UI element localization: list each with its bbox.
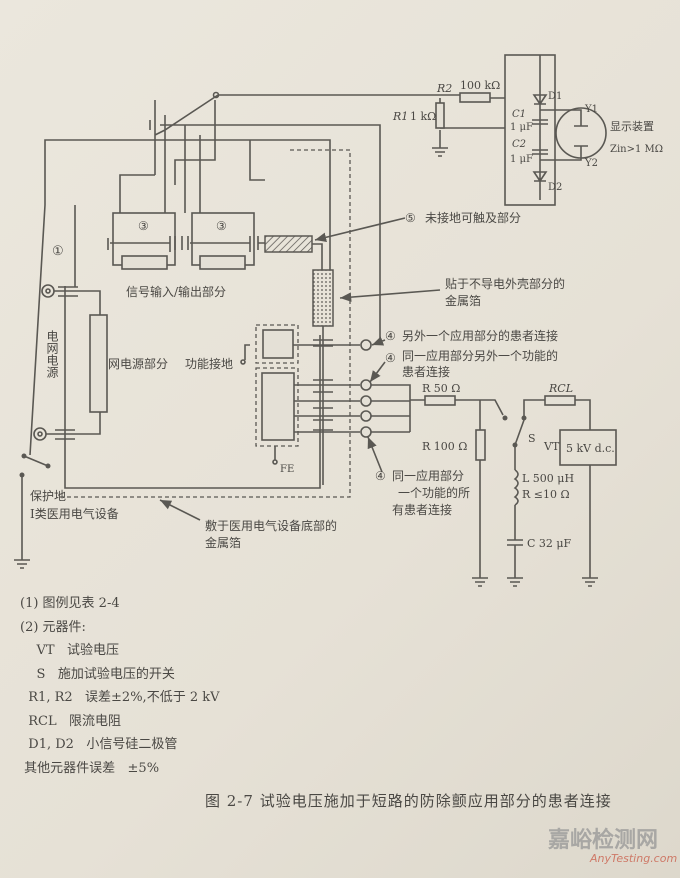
svg-text:同一应用部分: 同一应用部分 [392,468,464,483]
svg-text:D1: D1 [548,91,562,102]
svg-text:D2: D2 [548,182,562,193]
svg-text:Y2: Y2 [584,158,598,169]
watermark-en: AnyTesting.com [590,852,678,865]
ground-icon [472,577,488,587]
svg-text:R1: R1 [392,110,408,123]
svg-text:保护地: 保护地 [30,489,66,503]
svg-text:Zin>1 MΩ: Zin>1 MΩ [610,144,663,155]
svg-text:R 50 Ω: R 50 Ω [422,382,460,395]
svg-text:①: ① [52,244,64,259]
svg-text:另外一个应用部分的患者连接: 另外一个应用部分的患者连接 [402,328,558,343]
resistor-rcl [544,395,576,406]
svg-text:同一应用部分另外一个功能的: 同一应用部分另外一个功能的 [402,348,558,363]
svg-text:VT: VT [543,440,560,453]
svg-text:C2: C2 [512,139,526,150]
svg-text:患者连接: 患者连接 [402,364,450,379]
inductor [513,469,519,506]
signal-io-part: ③ ③ ① 信号输入/输出部分 [52,212,334,327]
svg-text:未接地可触及部分: 未接地可触及部分 [425,210,521,225]
ground-icon [14,559,30,569]
svg-text:Y1: Y1 [584,104,598,115]
test-circuit: R 50 Ω R 100 Ω RCL 5 kV d.c. VT S L 500 … [422,382,617,587]
ground-icon [507,577,523,587]
patient-connection [360,339,372,351]
patient-connection [360,410,372,422]
note-line: RCL 限流电阻 [20,713,122,729]
note-line: (1) 图例见表 2-4 [20,596,120,611]
diode-box [504,54,556,206]
svg-text:③: ③ [216,219,227,233]
svg-text:L 500 μH: L 500 μH [522,472,574,485]
measuring-device: R2 100 kΩ R1 1 kΩ D1 D2 C1 1 μF C2 1 μF … [212,54,663,206]
note-line: S 施加试验电压的开关 [20,666,175,682]
patient-connection [360,426,372,438]
note-line: 其他元器件误差 ±5% [20,760,160,776]
svg-text:有患者连接: 有患者连接 [392,502,452,517]
svg-text:R 100 Ω: R 100 Ω [422,440,467,453]
svg-text:C1: C1 [512,109,526,120]
note-line: D1, D2 小信号硅二极管 [20,737,178,752]
svg-text:金属箔: 金属箔 [445,293,481,308]
svg-text:R2: R2 [436,82,452,95]
svg-text:1 μF: 1 μF [510,122,533,133]
svg-text:一个功能的所: 一个功能的所 [398,485,470,500]
test-voltage-source [559,429,617,466]
svg-text:功能接地: 功能接地 [185,356,233,371]
svg-text:100 kΩ: 100 kΩ [460,79,500,92]
svg-text:1 μF: 1 μF [510,154,533,165]
svg-text:R ≤10 Ω: R ≤10 Ω [522,488,570,501]
resistor-r1 [435,102,445,129]
svg-text:FE: FE [280,464,294,475]
note-line: R1, R2 误差±2%,不低于 2 kV [20,690,220,705]
svg-text:I类医用电气设备: I类医用电气设备 [30,506,119,521]
mains-part: 网电源部分 保护地 I类医用电气设备 [14,204,321,569]
svg-text:1 kΩ: 1 kΩ [410,110,436,123]
resistor-r2 [459,92,491,103]
svg-text:5 kV d.c.: 5 kV d.c. [566,442,615,455]
svg-text:贴于不导电外壳部分的: 贴于不导电外壳部分的 [445,276,565,291]
patient-connection [360,395,372,407]
svg-text:⑤: ⑤ [405,211,416,225]
svg-text:④: ④ [375,469,386,483]
ground-icon [432,147,448,157]
mains-supply-label: 电网电源 [45,330,59,378]
resistor-r100 [475,429,486,461]
svg-text:金属箔: 金属箔 [205,535,241,550]
svg-text:信号输入/输出部分: 信号输入/输出部分 [126,284,226,299]
foil-enclosure-part [312,269,334,327]
svg-text:S: S [528,432,536,445]
svg-text:RCL: RCL [548,382,573,395]
svg-text:敷于医用电气设备底部的: 敷于医用电气设备底部的 [205,518,337,533]
figure-caption: 图 2-7 试验电压施加于短路的防除颤应用部分的患者连接 [205,792,612,810]
svg-text:网电源部分: 网电源部分 [108,356,168,371]
note-line: VT 试验电压 [20,643,119,658]
svg-text:显示装置: 显示装置 [610,120,654,133]
resistor-r50 [424,395,456,406]
ground-icon [582,577,598,587]
svg-text:C 32 μF: C 32 μF [527,537,572,550]
svg-text:④: ④ [385,329,396,343]
hatched-accessible-part [264,235,313,253]
svg-text:④: ④ [385,351,396,365]
note-line: (2) 元器件: [20,619,86,635]
svg-text:③: ③ [138,219,149,233]
applied-parts: 功能接地 FE [185,324,508,485]
watermark-cn: 嘉峪检测网 [548,828,659,853]
notes: (1) 图例见表 2-4 (2) 元器件: VT 试验电压 S 施加试验电压的开… [20,592,220,780]
